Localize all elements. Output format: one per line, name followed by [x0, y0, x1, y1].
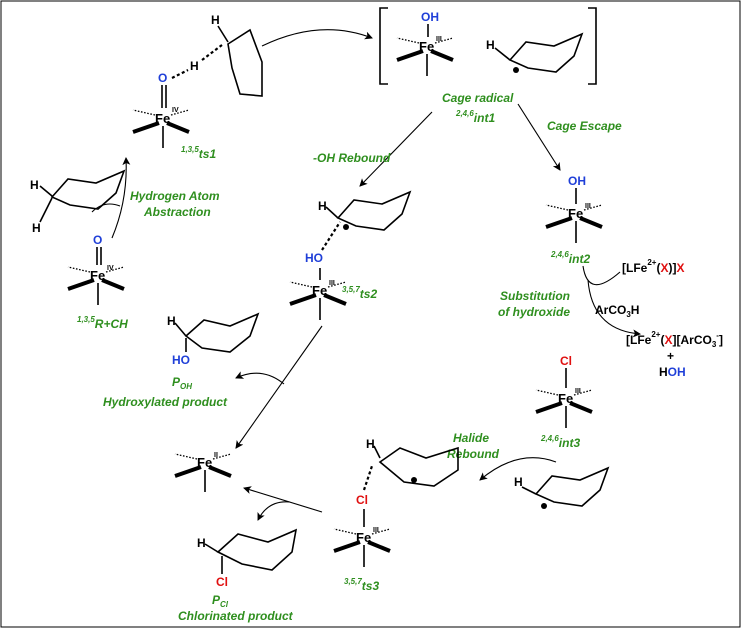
int1-name: Cage radical [442, 91, 514, 105]
product-salt: [LFe2+(X][ArCO3-] [626, 330, 723, 349]
arrow-to-pcl [257, 501, 291, 521]
arrow-int1-ts2 [359, 111, 433, 187]
int1-oxidation: III [436, 36, 442, 43]
ts1-cyclohexane [227, 28, 263, 97]
arrow-substrate-join [91, 203, 121, 213]
reagent-lfex: [LFe2+(X)]X [622, 258, 685, 275]
ts2-dash [321, 221, 341, 251]
int2-label: 2,4,6int2 [550, 250, 590, 266]
arrow-to-poh [235, 371, 285, 385]
substrate-cyclohexane [51, 170, 125, 210]
bracket-left [379, 7, 388, 85]
substrate-h-top: H [30, 178, 39, 192]
int3-cl: Cl [560, 354, 572, 368]
bracket-right [588, 7, 597, 85]
int3-oxidation: III [575, 388, 581, 395]
poh-label: POH [172, 375, 192, 391]
ts1-h-atom: H [190, 59, 199, 73]
ts3-complex: Fe III [332, 509, 392, 569]
arrow-ts3-fe2 [243, 486, 323, 513]
oh-rebound-label: -OH Rebound [313, 151, 391, 165]
arrow-reagent-in [582, 265, 621, 286]
int2-fe: Fe [568, 206, 583, 221]
rch-complex: Fe IV O [66, 233, 126, 307]
ts1-h-c-dash [201, 44, 223, 61]
arrow-ts1-int1 [261, 29, 373, 47]
subst-label-2: of hydroxide [498, 305, 570, 319]
ts2-label: 3,5,7ts2 [342, 285, 377, 301]
radical-cyclohexane [535, 467, 609, 509]
subst-label-1: Substitution [500, 289, 570, 303]
substrate-h-bottom: H [32, 221, 41, 235]
arrow-halide-rebound [479, 457, 557, 481]
pcl-label: PCl [212, 593, 229, 609]
cage-escape-label: Cage Escape [547, 119, 622, 133]
arrow-int1-int2 [517, 103, 561, 171]
rch-label: 1,3,5R+CH [77, 315, 128, 331]
poh-name: Hydroxylated product [103, 395, 228, 409]
ts1-fe: Fe [155, 111, 170, 126]
ts3-fe: Fe [356, 530, 371, 545]
ts1-h-bond-dash [171, 69, 189, 79]
ts2-ho: HO [305, 251, 323, 265]
plus-sign: + [667, 349, 674, 363]
hat-label-1: Hydrogen Atom [130, 189, 220, 203]
int1-label: 2,4,6int1 [455, 109, 495, 125]
ts3-dash [362, 465, 374, 491]
int1-h: H [486, 38, 495, 52]
arrow-rch-ts1 [111, 157, 131, 239]
poh-h: H [167, 314, 176, 328]
int3-fe: Fe [558, 391, 573, 406]
halide-label-1: Halide [453, 431, 489, 445]
pcl-h: H [197, 536, 206, 550]
arrow-ts2-fe2 [235, 325, 323, 449]
rch-oxygen: O [93, 233, 102, 247]
radical-h: H [514, 475, 523, 489]
ts1-oxidation: IV [172, 107, 179, 114]
hat-label-2: Abstraction [143, 205, 211, 219]
ts3-cyclohexane [378, 446, 459, 487]
int3-complex: Fe III Cl [534, 354, 594, 430]
ts3-label: 3,5,7ts3 [344, 577, 379, 593]
ts1-complex: Fe IV O [131, 71, 191, 150]
ts1-label: 1,3,5ts1 [181, 145, 216, 161]
poh-ho: HO [172, 353, 190, 367]
rch-fe: Fe [90, 268, 105, 283]
pcl-cl: Cl [216, 575, 228, 589]
fe2-fe: Fe [197, 455, 212, 470]
ts2-oxidation: III [329, 280, 335, 287]
ts3-h: H [366, 437, 375, 451]
int2-oh: OH [568, 174, 586, 188]
ts2-cyclohexane [337, 191, 411, 231]
int3-label: 2,4,6int3 [540, 434, 580, 450]
int1-complex: Fe III OH [395, 10, 455, 78]
ts3-oxidation: III [373, 527, 379, 534]
pcl-name: Chlorinated product [178, 609, 294, 623]
int1-oh: OH [421, 10, 439, 24]
halide-label-2: Rebound [447, 447, 500, 461]
poh-cyclohexane [184, 312, 260, 353]
ts1-oxygen: O [158, 71, 167, 85]
arrow-substitution [587, 279, 641, 338]
ts2-fe: Fe [312, 283, 327, 298]
int1-fe: Fe [419, 39, 434, 54]
ts2-complex: Fe III [288, 268, 348, 322]
rch-oxidation: IV [107, 265, 114, 272]
int2-complex: Fe III OH [544, 174, 604, 245]
arco3h-label: ArCO3H [595, 303, 639, 319]
int1-cyclohexane [509, 33, 583, 73]
ts2-h: H [318, 199, 327, 213]
water-label: HOH [659, 365, 686, 379]
fe2-oxidation: II [214, 452, 218, 459]
int2-oxidation: III [585, 203, 591, 210]
ts1-h-top: H [211, 13, 220, 27]
ts3-cl: Cl [356, 493, 368, 507]
fe2-complex: Fe II [173, 452, 233, 494]
pcl-cyclohexane [216, 528, 298, 571]
